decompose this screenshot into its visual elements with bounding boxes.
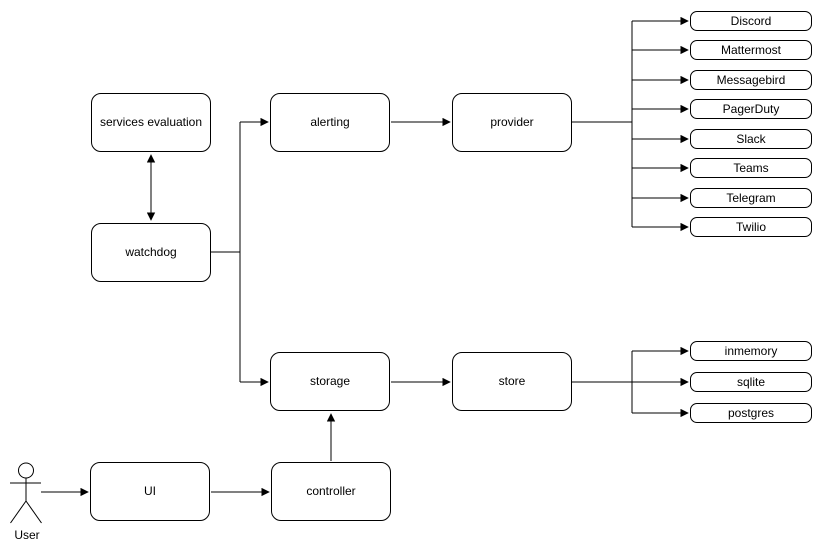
provider-item-pagerduty: PagerDuty [690,99,812,119]
provider-item-telegram: Telegram [690,188,812,208]
node-storage: storage [270,352,390,411]
node-provider: provider [452,93,572,152]
provider-item-slack: Slack [690,129,812,149]
user-actor-label: User [14,528,40,542]
node-store: store [452,352,572,411]
node-services-evaluation: services evaluation [91,93,211,152]
store-item-inmemory: inmemory [690,341,812,361]
user-actor-icon [10,462,42,524]
node-ui: UI [90,462,210,521]
store-item-postgres: postgres [690,403,812,423]
provider-item-teams: Teams [690,158,812,178]
store-item-sqlite: sqlite [690,372,812,392]
provider-item-twilio: Twilio [690,217,812,237]
provider-item-discord: Discord [690,11,812,31]
node-controller: controller [271,462,391,521]
node-alerting: alerting [270,93,390,152]
provider-item-messagebird: Messagebird [690,70,812,90]
node-watchdog: watchdog [91,223,211,282]
provider-item-mattermost: Mattermost [690,40,812,60]
